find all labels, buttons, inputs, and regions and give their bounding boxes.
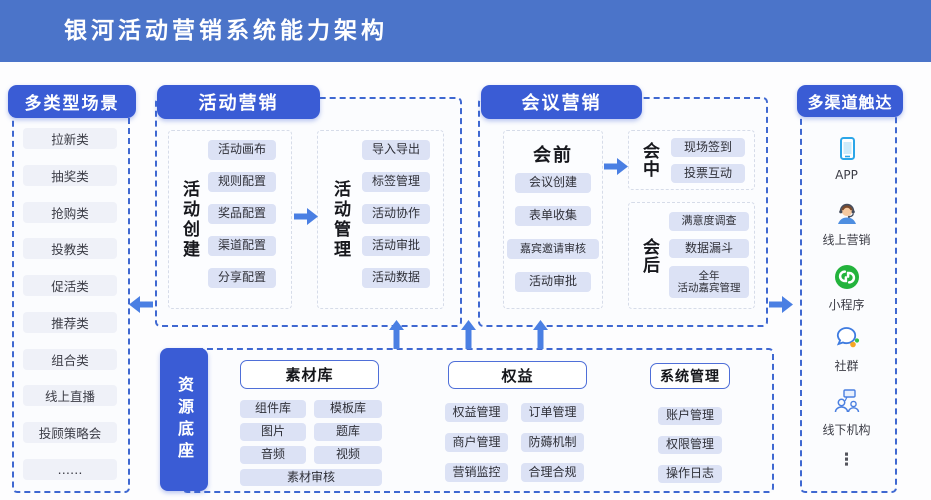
top-banner xyxy=(0,0,931,62)
channels-header: 多渠道触达 xyxy=(797,85,903,117)
capability-pill: 奖品配置 xyxy=(208,204,276,224)
capability-pill: 表单收集 xyxy=(515,206,591,226)
capability-pill: 音频 xyxy=(240,446,306,464)
channel-community: 社群 xyxy=(800,324,893,374)
during-meeting-title: 会中 xyxy=(639,142,659,178)
capability-pill: 现场签到 xyxy=(671,138,745,157)
arrow-right-icon xyxy=(769,296,793,313)
activity-management-title: 活动管理 xyxy=(330,179,350,260)
activity-creation-items: 活动画布 规则配置 奖品配置 渠道配置 分享配置 xyxy=(208,140,276,288)
more-channels-ellipsis: ⋮ xyxy=(838,450,855,470)
capability-pill: 导入导出 xyxy=(362,140,430,160)
capability-pill: 操作日志 xyxy=(658,465,722,483)
post-meeting-title: 会后 xyxy=(639,237,659,274)
channel-label: 社群 xyxy=(834,359,859,373)
list-item: 抢购类 xyxy=(23,201,117,223)
channel-label: APP xyxy=(835,168,858,182)
conference-marketing-header: 会议营销 xyxy=(481,85,642,119)
channel-online-marketing: 线上营销 xyxy=(800,198,893,248)
capability-pill: 标签管理 xyxy=(362,172,430,192)
list-item: 推荐类 xyxy=(23,311,117,333)
list-item: 促活类 xyxy=(23,275,117,297)
online-marketing-agent-icon xyxy=(837,203,856,224)
capability-pill: 活动审批 xyxy=(515,272,591,292)
rights-header: 权益 xyxy=(448,361,587,389)
scenarios-list: 拉新类 抽奖类 抢购类 投教类 促活类 推荐类 组合类 线上直播 投顾策略会 …… xyxy=(20,128,120,480)
capability-pill: 嘉宾邀请审核 xyxy=(507,239,599,259)
scenarios-header: 多类型场景 xyxy=(8,85,136,118)
capability-pill: 渠道配置 xyxy=(208,236,276,256)
page-title: 银河活动营销系统能力架构 xyxy=(64,18,388,44)
channels-panel xyxy=(800,95,897,493)
channel-mini-program: 小程序 xyxy=(800,263,893,313)
arrow-up-icon xyxy=(533,320,548,349)
channel-label: 线下机构 xyxy=(822,423,871,437)
system-management-header: 系统管理 xyxy=(650,363,730,389)
activity-management-items: 导入导出 标签管理 活动协作 活动审批 活动数据 xyxy=(362,140,430,288)
post-meeting-items: 满意度调查 数据漏斗 全年 活动嘉宾管理 xyxy=(669,212,749,298)
during-meeting-box: 会中 现场签到 投票互动 xyxy=(628,130,755,190)
rights-items: 权益管理 订单管理 商户管理 防薅机制 营销监控 合理合规 xyxy=(445,403,584,482)
pre-meeting-items: 会议创建 表单收集 嘉宾邀请审核 活动审批 xyxy=(504,173,602,292)
capability-pill: 数据漏斗 xyxy=(669,239,749,258)
list-item: 组合类 xyxy=(23,348,117,370)
arrow-up-icon xyxy=(389,320,404,349)
during-meeting-items: 现场签到 投票互动 xyxy=(671,138,745,183)
list-item: 投教类 xyxy=(23,238,117,260)
capability-pill: 组件库 xyxy=(240,400,306,418)
post-meeting-box: 会后 满意度调查 数据漏斗 全年 活动嘉宾管理 xyxy=(628,202,755,309)
arrow-right-icon xyxy=(604,158,628,175)
capability-pill: 全年 活动嘉宾管理 xyxy=(669,266,749,298)
arrow-left-icon xyxy=(129,296,153,313)
list-item: 拉新类 xyxy=(23,128,117,149)
capability-pill: 分享配置 xyxy=(208,268,276,288)
activity-creation-box: 活动创建 活动画布 规则配置 奖品配置 渠道配置 分享配置 xyxy=(168,130,292,309)
channel-label: 小程序 xyxy=(828,298,865,312)
capability-pill: 规则配置 xyxy=(208,172,276,192)
capability-pill: 账户管理 xyxy=(658,407,722,425)
pre-meeting-box: 会前 会议创建 表单收集 嘉宾邀请审核 活动审批 xyxy=(503,130,603,309)
arrow-up-icon xyxy=(461,320,476,349)
capability-pill: 活动审批 xyxy=(362,236,430,256)
system-management-items: 账户管理 权限管理 操作日志 xyxy=(658,407,722,483)
capability-pill: 权益管理 xyxy=(445,403,508,422)
capability-pill: 图片 xyxy=(240,423,306,441)
list-item: …… xyxy=(23,458,117,480)
pre-meeting-title: 会前 xyxy=(533,145,573,166)
capability-pill: 合理合规 xyxy=(521,463,584,482)
capability-pill: 权限管理 xyxy=(658,436,722,454)
channel-offline-org: 线下机构 xyxy=(800,388,893,438)
capability-pill: 商户管理 xyxy=(445,433,508,452)
capability-pill: 素材审核 xyxy=(240,469,382,486)
offline-org-icon xyxy=(834,389,859,413)
capability-pill: 防薅机制 xyxy=(521,433,584,452)
capability-pill: 活动画布 xyxy=(208,140,276,160)
capability-pill: 题库 xyxy=(314,423,382,441)
activity-marketing-header: 活动营销 xyxy=(157,85,320,119)
material-library-header: 素材库 xyxy=(240,360,379,389)
channel-app: APP xyxy=(800,135,893,182)
list-item: 线上直播 xyxy=(23,385,117,407)
activity-creation-title: 活动创建 xyxy=(179,179,199,260)
app-phone-icon xyxy=(839,137,855,160)
capability-pill: 满意度调查 xyxy=(669,212,749,231)
capability-pill: 活动数据 xyxy=(362,268,430,288)
capability-pill: 营销监控 xyxy=(445,463,508,482)
capability-pill: 会议创建 xyxy=(515,173,591,193)
mini-program-icon xyxy=(834,265,859,289)
arrow-right-icon xyxy=(294,208,318,225)
list-item: 投顾策略会 xyxy=(23,422,117,444)
channel-label: 线上营销 xyxy=(822,233,871,247)
community-chat-icon xyxy=(836,327,859,348)
material-library-items: 组件库 模板库 图片 题库 音频 视频 素材审核 xyxy=(240,400,382,486)
capability-pill: 视频 xyxy=(314,446,382,464)
capability-pill: 活动协作 xyxy=(362,204,430,224)
list-item: 抽奖类 xyxy=(23,164,117,186)
capability-pill: 模板库 xyxy=(314,400,382,418)
capability-pill: 投票互动 xyxy=(671,164,745,183)
capability-pill: 订单管理 xyxy=(521,403,584,422)
activity-management-box: 活动管理 导入导出 标签管理 活动协作 活动审批 活动数据 xyxy=(317,130,444,309)
resource-base-tab: 资源底座 xyxy=(160,348,208,491)
